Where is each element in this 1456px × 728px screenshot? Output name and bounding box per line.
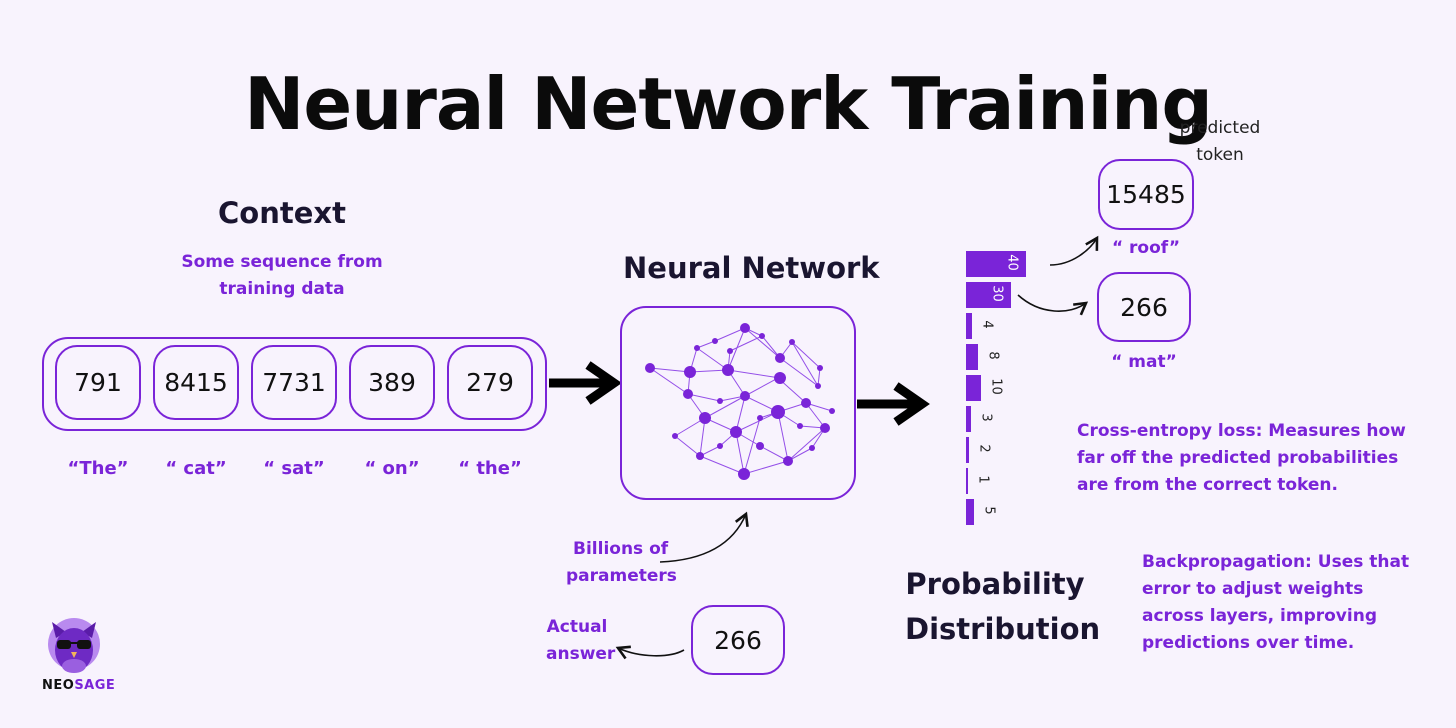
context-word-1: “ cat” [165, 458, 227, 479]
probability-bar-3 [966, 344, 978, 370]
brand-logo-part1: NEO [42, 678, 75, 693]
parameters-label-line2: parameters [566, 566, 677, 586]
actual-answer-label-line2: answer [546, 644, 616, 664]
context-token-2: 7731 [251, 345, 337, 420]
predicted-token-label: predicted token [1170, 115, 1270, 169]
probability-bar-4 [966, 375, 981, 401]
probability-bar-label-3: 8 [985, 351, 1001, 360]
backprop-note-line4: predictions over time. [1142, 633, 1355, 653]
params-arrow [659, 511, 749, 563]
predicted-arrow [1049, 235, 1099, 266]
neural-network-box [620, 306, 856, 500]
backprop-note-line2: error to adjust weights [1142, 579, 1364, 599]
probability-bar-6 [966, 437, 969, 463]
parameters-label-line1: Billions of [573, 539, 669, 559]
context-subtitle: Some sequence from training data [170, 249, 394, 303]
actual-answer-token: 266 [691, 605, 785, 675]
probability-bar-5 [966, 406, 971, 432]
probability-bar-label-4: 10 [988, 378, 1004, 395]
cross-entropy-note-line2: far off the predicted probabilities [1077, 448, 1399, 468]
neural-network-graph-icon [645, 323, 835, 480]
correct-token-box: 266 [1097, 272, 1191, 342]
cross-entropy-note: Cross-entropy loss: Measures how far off… [1077, 418, 1406, 499]
probability-bar-2 [966, 313, 972, 339]
predicted-token-label-line1: predicted [1179, 118, 1261, 138]
owl-logo-icon [48, 618, 100, 673]
backprop-note: Backpropagation: Uses that error to adju… [1142, 549, 1409, 657]
correct-token-word: “ mat” [1111, 352, 1177, 372]
cross-entropy-note-line1: Cross-entropy loss: Measures how [1077, 421, 1406, 441]
predicted-token-label-line2: token [1196, 145, 1244, 165]
actual-answer-label: Actual answer [546, 614, 616, 668]
cross-entropy-note-line3: are from the correct token. [1077, 475, 1338, 495]
predicted-token-box: 15485 [1098, 159, 1194, 230]
backprop-note-line3: across layers, improving [1142, 606, 1377, 626]
probability-bar-label-6: 2 [976, 444, 992, 453]
probability-bar-label-0: 40 [1004, 254, 1020, 271]
context-subtitle-line2: training data [219, 279, 345, 299]
context-to-network-arrow [549, 361, 622, 405]
predicted-token-word: “ roof” [1111, 238, 1181, 258]
probability-bar-8 [966, 499, 974, 525]
probability-bar-label-5: 3 [978, 413, 993, 422]
probability-bar-label-1: 30 [989, 285, 1005, 302]
context-token-1: 8415 [153, 345, 239, 420]
probability-bar-0 [966, 251, 1026, 277]
probability-bar-1 [966, 282, 1011, 308]
context-heading: Context [218, 196, 346, 230]
parameters-label: Billions of parameters [566, 536, 677, 590]
brand-logo-text: NEOSAGE [42, 678, 115, 693]
context-token-4: 279 [447, 345, 533, 420]
network-to-distribution-arrow [857, 382, 930, 426]
brand-logo-part2: SAGE [74, 678, 116, 693]
context-word-3: “ on” [364, 458, 420, 479]
correct-arrow [1017, 294, 1089, 316]
probability-bar-label-8: 5 [981, 506, 996, 515]
context-word-0: “The” [67, 458, 129, 479]
probability-bar-7 [966, 468, 968, 494]
context-sequence-box [42, 337, 547, 431]
page-title: Neural Network Training [244, 62, 1213, 146]
network-heading: Neural Network [623, 251, 880, 285]
probability-bar-label-7: 1 [975, 475, 991, 484]
distribution-heading-line2: Distribution [905, 612, 1101, 646]
context-subtitle-line1: Some sequence from [181, 252, 383, 272]
context-token-3: 389 [349, 345, 435, 420]
probability-bar-label-2: 4 [979, 320, 995, 329]
context-token-0: 791 [55, 345, 141, 420]
context-word-4: “ the” [458, 458, 522, 479]
context-word-2: “ sat” [263, 458, 325, 479]
actual-answer-label-line1: Actual [546, 617, 608, 637]
distribution-heading: Probability Distribution [905, 562, 1101, 652]
distribution-heading-line1: Probability [905, 567, 1085, 601]
actual-answer-arrow [615, 645, 685, 660]
backprop-note-line1: Backpropagation: Uses that [1142, 552, 1410, 572]
